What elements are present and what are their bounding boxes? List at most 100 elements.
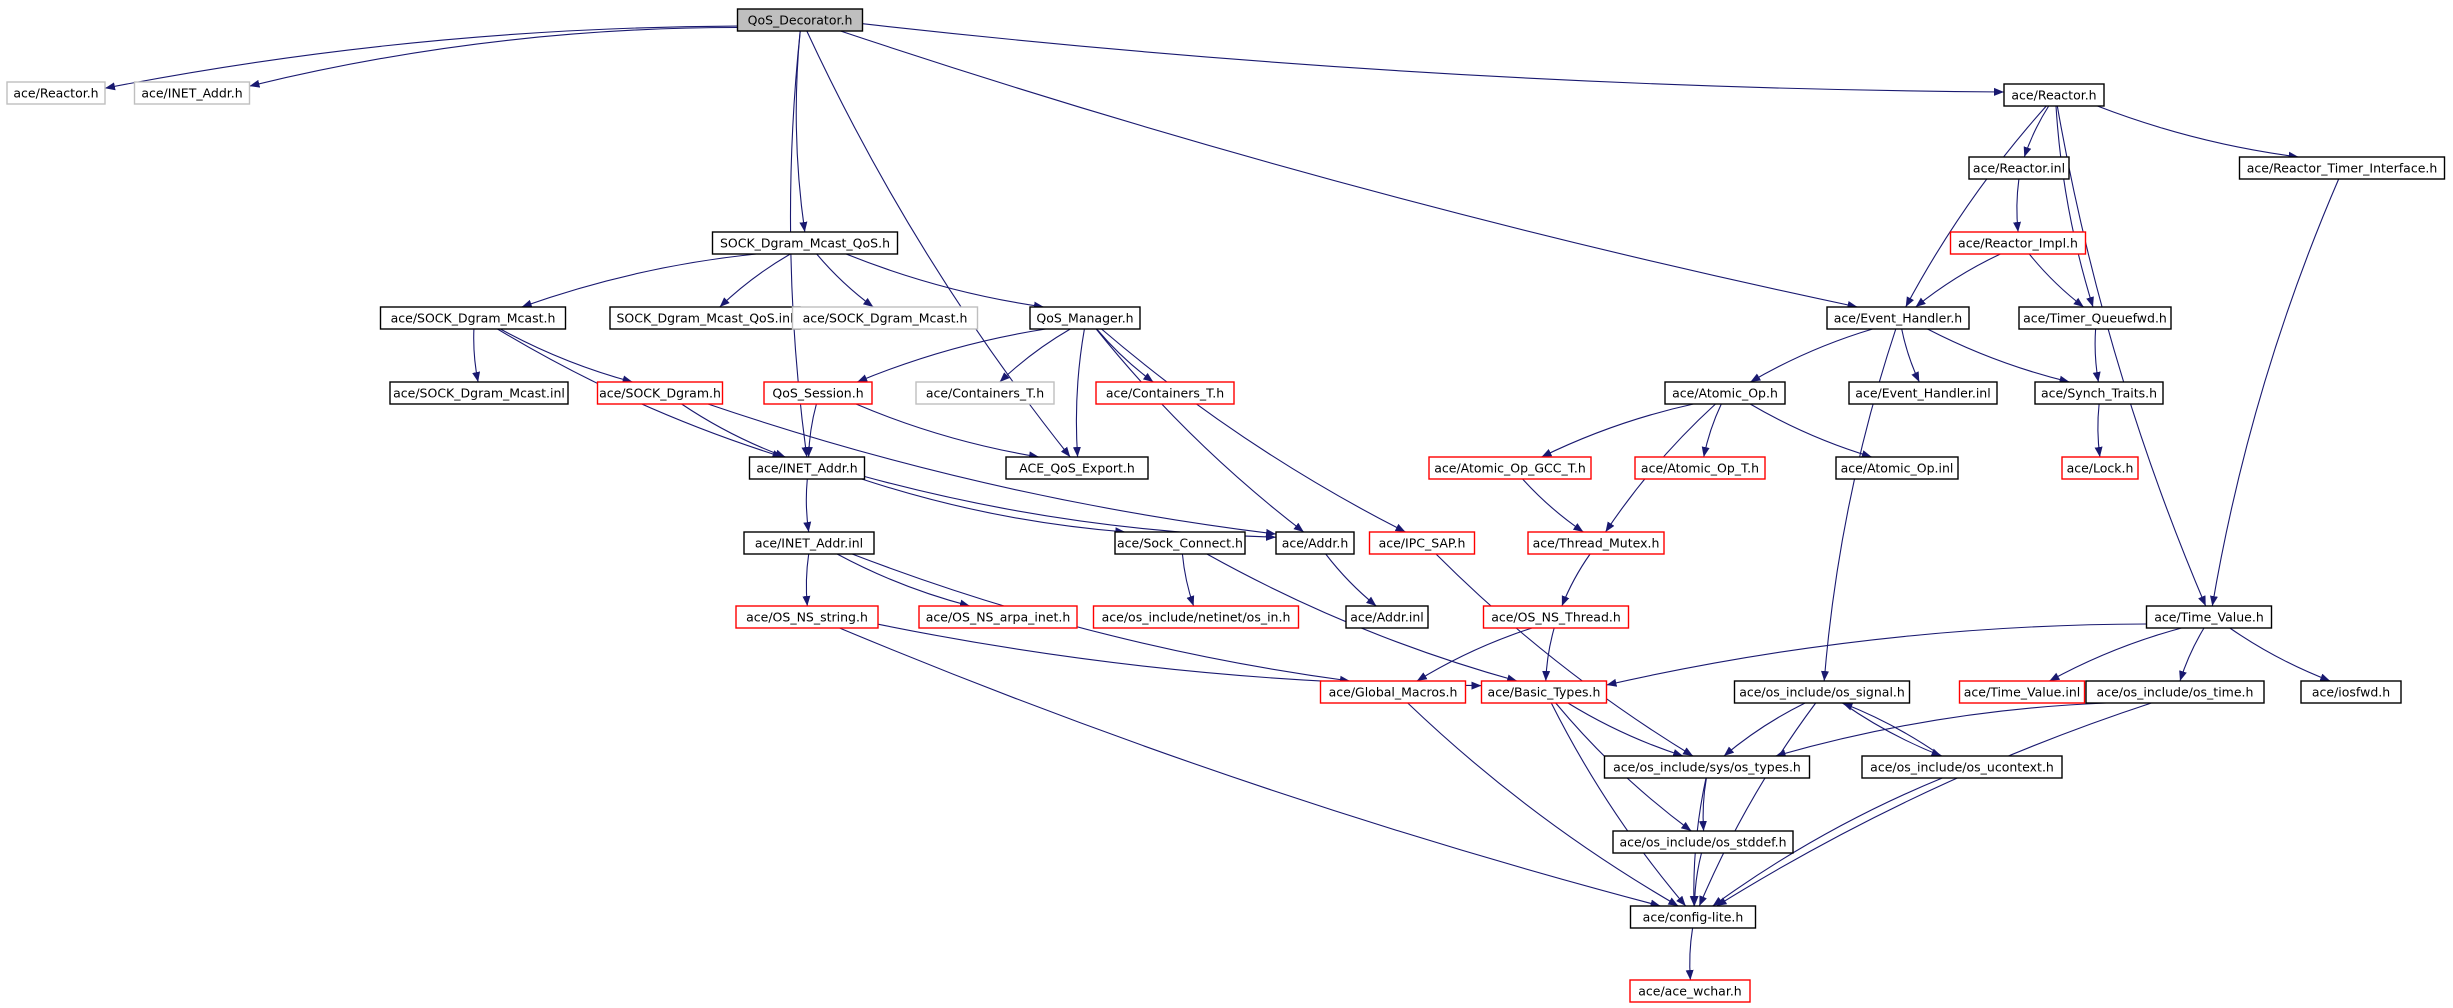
node-qosexp[interactable]: ACE_QoS_Export.h [1005, 456, 1149, 480]
edge-tqf-to-synch [2092, 328, 2101, 383]
node-osarpa[interactable]: ace/OS_NS_arpa_inet.h [918, 605, 1078, 629]
edge-sockdgram-to-inet [681, 403, 786, 458]
node-iosfwd[interactable]: ace/iosfwd.h [2300, 680, 2402, 704]
node-addr[interactable]: ace/Addr.h [1275, 531, 1355, 555]
node-tv[interactable]: ace/Time_Value.h [2145, 605, 2273, 629]
node-wchar[interactable]: ace/ace_wchar.h [1629, 979, 1751, 1003]
node-box [2003, 83, 2105, 107]
node-reactor-impl[interactable]: ace/Reactor_Impl.h [1949, 231, 2087, 255]
node-osnetin[interactable]: ace/os_include/netinet/os_in.h [1092, 605, 1300, 629]
node-inet-inl[interactable]: ace/INET_Addr.inl [743, 531, 875, 555]
node-label: ace/Sock_Connect.h [1117, 536, 1243, 551]
edge-osucontext-to-configlite [1712, 777, 1943, 907]
edge-reactor_inl-to-reactor_impl [2013, 178, 2022, 233]
node-qoss[interactable]: QoS_Session.h [763, 381, 873, 405]
node-tv-inl[interactable]: ace/Time_Value.inl [1958, 680, 2086, 704]
node-label: ace/os_include/os_signal.h [1739, 685, 1905, 700]
edge-inet_inl-to-osstring [802, 553, 811, 607]
node-osstring[interactable]: ace/OS_NS_string.h [735, 605, 879, 629]
node-label: ace/Reactor_Impl.h [1958, 236, 2078, 251]
node-reactor[interactable]: ace/Reactor.h [2003, 83, 2105, 107]
node-label: QoS_Manager.h [1036, 311, 1133, 326]
edge-inet-to-inet_inl [803, 478, 812, 533]
node-ipcsap[interactable]: ace/IPC_SAP.h [1368, 531, 1476, 555]
node-sockdgram[interactable]: ace/SOCK_Dgram.h [596, 381, 724, 405]
node-qosm[interactable]: QoS_Manager.h [1029, 306, 1141, 330]
node-gmacros[interactable]: ace/Global_Macros.h [1319, 680, 1467, 704]
node-ostime[interactable]: ace/os_include/os_time.h [2085, 680, 2265, 704]
edge-root-to-reactor [862, 23, 2005, 96]
node-sdm[interactable]: ace/SOCK_Dgram_Mcast.h [379, 306, 567, 330]
node-label: ace/Reactor.inl [1973, 161, 2065, 176]
node-tqf[interactable]: ace/Timer_Queuefwd.h [2018, 306, 2172, 330]
edge-sdm-to-sdm_inl [472, 328, 481, 383]
node-reactor-inl[interactable]: ace/Reactor.inl [1968, 156, 2070, 180]
node-ostypes[interactable]: ace/os_include/sys/os_types.h [1603, 755, 1811, 779]
edge-inet-to-addr [864, 475, 1277, 541]
node-sockconn[interactable]: ace/Sock_Connect.h [1114, 531, 1246, 555]
node-btypes[interactable]: ace/Basic_Types.h [1480, 680, 1608, 704]
edge-reactor-to-eh [1905, 105, 2047, 308]
node-label: ace/Time_Value.inl [1964, 685, 2080, 700]
node-box [1029, 306, 1141, 330]
node-label: ace/Containers_T.h [926, 386, 1044, 401]
node-sdmq-inl[interactable]: SOCK_Dgram_Mcast_QoS.inl [609, 306, 801, 330]
node-label: ace/INET_Addr.h [141, 86, 242, 101]
node-box [1958, 680, 2086, 704]
edge-qosm-to-cont_gray [999, 328, 1071, 383]
node-box [2085, 680, 2265, 704]
node-label: ace/config-lite.h [1643, 910, 1744, 925]
node-sdm-inl[interactable]: ace/SOCK_Dgram_Mcast.inl [389, 381, 569, 405]
node-label: ace/INET_Addr.h [756, 461, 857, 476]
edge-reactor-to-tv [2056, 105, 2207, 607]
node-label: ACE_QoS_Export.h [1019, 461, 1135, 476]
node-cont-red[interactable]: ace/Containers_T.h [1095, 381, 1235, 405]
node-configlite[interactable]: ace/config-lite.h [1629, 905, 1757, 929]
edge-sdmq-to-sdmq_inl [719, 253, 791, 308]
node-aot[interactable]: ace/Atomic_Op_T.h [1634, 456, 1766, 480]
node-synch[interactable]: ace/Synch_Traits.h [2034, 381, 2164, 405]
edge-gmacros-to-configlite [1407, 702, 1679, 907]
node-box [743, 531, 875, 555]
node-box [711, 231, 899, 255]
edge-inet-to-sockconn [861, 478, 1126, 536]
node-sdmq[interactable]: SOCK_Dgram_Mcast_QoS.h [711, 231, 899, 255]
node-box [915, 381, 1055, 405]
node-tmutex[interactable]: ace/Thread_Mutex.h [1527, 531, 1665, 555]
node-label: ace/Reactor.h [2011, 88, 2096, 103]
node-box [1275, 531, 1355, 555]
node-osstddef[interactable]: ace/os_include/os_stddef.h [1612, 830, 1794, 854]
node-atomic[interactable]: ace/Atomic_Op.h [1664, 381, 1786, 405]
node-lock[interactable]: ace/Lock.h [2061, 456, 2139, 480]
edge-eh-to-synch [1927, 328, 2070, 384]
node-inet[interactable]: ace/INET_Addr.h [748, 456, 866, 480]
node-box [389, 381, 569, 405]
node-aogcc[interactable]: ace/Atomic_Op_GCC_T.h [1428, 456, 1592, 480]
node-box [1861, 755, 2063, 779]
nodes-layer: QoS_Decorator.h ace/Reactor.h ace/INET_Add… [6, 8, 2446, 1003]
node-eh[interactable]: ace/Event_Handler.h [1826, 306, 1970, 330]
edge-ostypes-to-osstddef [1698, 777, 1707, 832]
edge-qoss-to-qosexp [855, 403, 1040, 460]
node-osucontext[interactable]: ace/os_include/os_ucontext.h [1861, 755, 2063, 779]
node-osthread[interactable]: ace/OS_NS_Thread.h [1482, 605, 1630, 629]
node-rti[interactable]: ace/Reactor_Timer_Interface.h [2238, 156, 2446, 180]
node-label: ace/Lock.h [2067, 461, 2134, 476]
node-box [763, 381, 873, 405]
node-label: ace/os_include/os_stddef.h [1619, 835, 1786, 850]
node-box [1428, 456, 1592, 480]
node-label: ace/Reactor_Timer_Interface.h [2247, 161, 2438, 176]
node-label: ace/OS_NS_Thread.h [1491, 610, 1621, 625]
node-addr-inl[interactable]: ace/Addr.inl [1345, 605, 1429, 629]
node-box [1368, 531, 1476, 555]
node-box [2145, 605, 2273, 629]
node-label: QoS_Decorator.h [748, 13, 853, 28]
edge-aogcc-to-tmutex [1522, 478, 1584, 533]
node-eh-inl[interactable]: ace/Event_Handler.inl [1848, 381, 1998, 405]
node-label: ace/SOCK_Dgram.h [599, 386, 721, 401]
edge-qosm-to-addr [1095, 328, 1305, 533]
node-ossignal[interactable]: ace/os_include/os_signal.h [1733, 680, 1911, 704]
node-ao-inl[interactable]: ace/Atomic_Op.inl [1835, 456, 1959, 480]
node-label: ace/os_include/sys/os_types.h [1613, 760, 1801, 775]
node-root[interactable]: QoS_Decorator.h [736, 8, 864, 32]
